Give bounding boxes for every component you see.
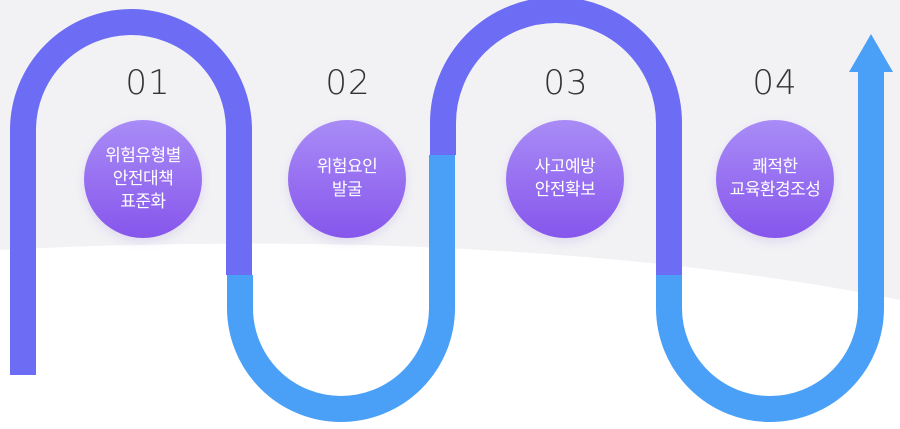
step-label-02: 위험요인 발굴 bbox=[316, 157, 378, 200]
step-number-01: 01 bbox=[125, 63, 171, 103]
step-label-01: 위험유형별 안전대책 표준화 bbox=[105, 145, 181, 212]
step-number-04: 04 bbox=[752, 63, 798, 103]
path-segment-bottom-1 bbox=[227, 155, 455, 422]
step-circle-02: 위험요인 발굴 bbox=[288, 120, 406, 238]
step-number-03: 03 bbox=[543, 63, 589, 103]
arrow-up-icon bbox=[849, 34, 893, 72]
step-label-04: 쾌적한 교육환경조성 bbox=[729, 157, 821, 200]
step-label-03: 사고예방 안전확보 bbox=[534, 157, 596, 200]
step-circle-03: 사고예방 안전확보 bbox=[506, 120, 624, 238]
step-circle-04: 쾌적한 교육환경조성 bbox=[716, 120, 834, 238]
path-segment-top-1 bbox=[10, 9, 252, 375]
path-segment-bottom-2 bbox=[656, 60, 884, 422]
step-number-02: 02 bbox=[325, 63, 371, 103]
step-circle-01: 위험유형별 안전대책 표준화 bbox=[84, 120, 202, 238]
path-segment-top-2 bbox=[430, 0, 682, 275]
